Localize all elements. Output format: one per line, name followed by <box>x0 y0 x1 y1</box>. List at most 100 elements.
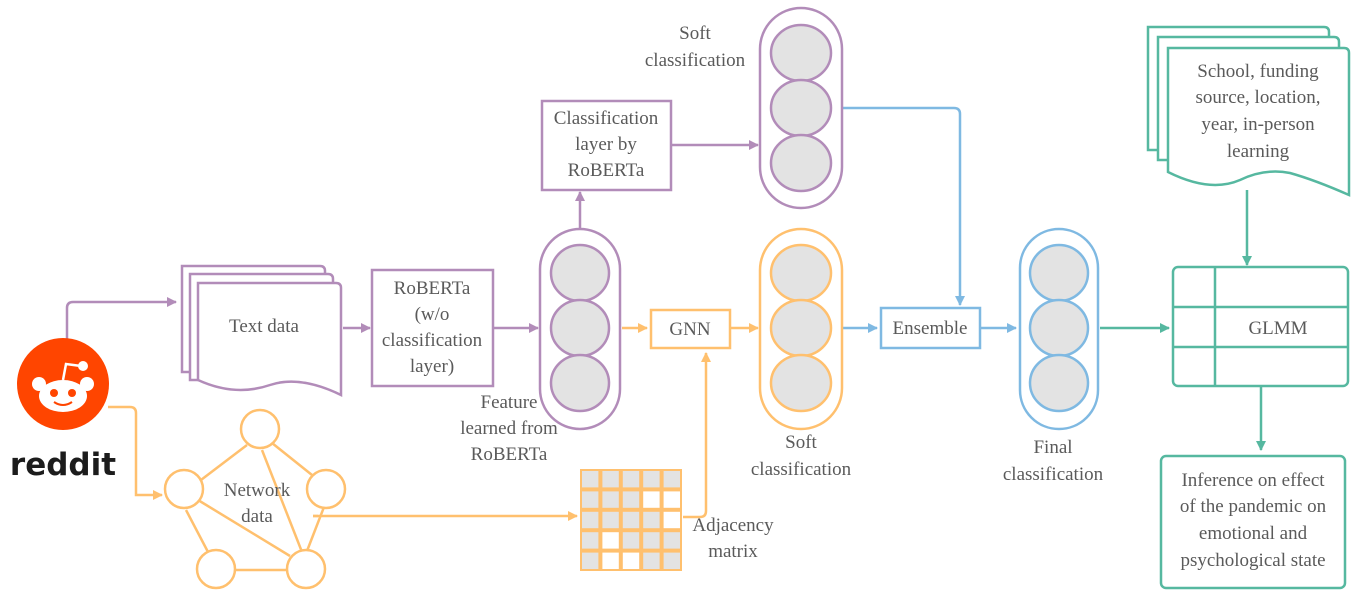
network-data-label-2: data <box>241 506 273 527</box>
inference-label-2: of the pandemic on <box>1180 496 1327 517</box>
network-node <box>239 408 281 450</box>
text-data-documents <box>180 264 343 398</box>
reddit-wordmark: reddit <box>10 447 116 483</box>
adjacency-cell <box>663 552 680 569</box>
connectors <box>65 106 1266 521</box>
adjacency-cell <box>622 552 640 569</box>
classification-layer-box[interactable] <box>540 99 673 192</box>
adjacency-cell <box>582 471 599 488</box>
roberta-label-1: RoBERTa <box>394 278 471 299</box>
adjacency-matrix <box>580 469 682 571</box>
network-node <box>163 468 205 510</box>
adjacency-cell <box>622 491 640 508</box>
adjacency-label-2: matrix <box>708 541 758 562</box>
neuron <box>549 353 611 413</box>
roberta-label-2: (w/o <box>415 304 450 325</box>
gnn-label: GNN <box>669 319 710 340</box>
adjacency-cell <box>602 491 619 508</box>
neuron <box>769 78 833 138</box>
inference-label-3: emotional and <box>1199 523 1308 544</box>
soft-top-label-1: Soft <box>679 23 711 44</box>
soft-mid-label-2: classification <box>751 459 852 480</box>
covariates-label-1: School, funding <box>1197 61 1319 82</box>
neuron <box>549 243 611 303</box>
edge-adjacency-to-gnn <box>683 352 711 519</box>
neuron <box>769 298 833 358</box>
neuron <box>549 298 611 358</box>
adjacency-cell <box>663 491 680 508</box>
adjacency-cell <box>643 532 660 549</box>
gnn-box[interactable] <box>649 308 732 350</box>
feature-label-1: Feature <box>481 392 538 413</box>
text-data-label: Text data <box>229 316 299 337</box>
neuron <box>1028 353 1090 413</box>
covariates-label-2: source, location, <box>1195 87 1320 108</box>
classification-layer-label-2: layer by <box>575 134 637 155</box>
adjacency-cell <box>622 532 640 549</box>
final-label-2: classification <box>1003 464 1104 485</box>
neuron <box>769 23 833 83</box>
edge-reddit-to-text <box>65 297 177 345</box>
soft-top-label-2: classification <box>645 50 746 71</box>
network-node <box>305 468 347 510</box>
network-graph <box>184 442 326 572</box>
adjacency-cell <box>602 532 619 549</box>
network-node <box>195 548 237 590</box>
neuron <box>1028 243 1090 303</box>
reddit-logo: reddit <box>10 338 116 483</box>
edge-reddit-to-network <box>108 405 163 500</box>
adjacency-cell <box>602 511 619 529</box>
soft-mid-label-1: Soft <box>785 432 817 453</box>
neuron <box>769 243 833 303</box>
glmm-box[interactable] <box>1171 265 1350 388</box>
adjacency-cell <box>643 491 660 508</box>
roberta-box[interactable] <box>370 268 495 388</box>
soft-top-neuron-stack <box>758 6 844 210</box>
adjacency-cell <box>663 532 680 549</box>
adjacency-cell <box>582 511 599 529</box>
roberta-label-4: layer) <box>410 356 454 377</box>
covariates-label-4: learning <box>1227 141 1290 162</box>
adjacency-cell <box>582 491 599 508</box>
edge-soft-top-to-ensemble <box>843 106 965 306</box>
covariates-front-doc <box>1166 46 1351 197</box>
adjacency-cell <box>643 552 660 569</box>
classification-layer-label-3: RoBERTa <box>568 160 645 181</box>
reddit-alien-face <box>32 361 94 412</box>
glmm-label: GLMM <box>1248 318 1307 339</box>
neuron <box>1028 298 1090 358</box>
feature-neuron-stack <box>538 227 622 431</box>
ensemble-box[interactable] <box>879 306 982 350</box>
covariates-documents <box>1146 25 1351 197</box>
neuron <box>769 133 833 193</box>
inference-label-1: Inference on effect <box>1181 470 1325 491</box>
adjacency-cell <box>663 511 680 529</box>
adjacency-cell <box>643 511 660 529</box>
adjacency-cell <box>663 471 680 488</box>
network-node <box>285 548 327 590</box>
network-nodes <box>163 408 347 590</box>
roberta-label-3: classification <box>382 330 483 351</box>
neuron <box>769 353 833 413</box>
adjacency-cell <box>582 532 599 549</box>
feature-label-2: learned from <box>460 418 558 439</box>
soft-mid-neuron-stack <box>758 227 844 431</box>
network-data-label-1: Network <box>224 480 291 501</box>
adjacency-cell <box>582 552 599 569</box>
feature-label-3: RoBERTa <box>471 444 548 465</box>
adjacency-cell <box>622 511 640 529</box>
adjacency-cell <box>602 471 619 488</box>
ensemble-label: Ensemble <box>893 318 968 339</box>
adjacency-cell <box>622 471 640 488</box>
adjacency-cell <box>643 471 660 488</box>
adjacency-cell <box>602 552 619 569</box>
classification-layer-label-1: Classification <box>554 108 659 129</box>
adjacency-label-1: Adjacency <box>692 515 774 536</box>
covariates-label-3: year, in-person <box>1201 114 1315 135</box>
inference-label-4: psychological state <box>1180 550 1325 571</box>
final-label-1: Final <box>1033 437 1072 458</box>
final-neuron-stack <box>1018 227 1100 431</box>
text-data-front-doc <box>196 281 343 398</box>
inference-box[interactable] <box>1159 454 1347 590</box>
